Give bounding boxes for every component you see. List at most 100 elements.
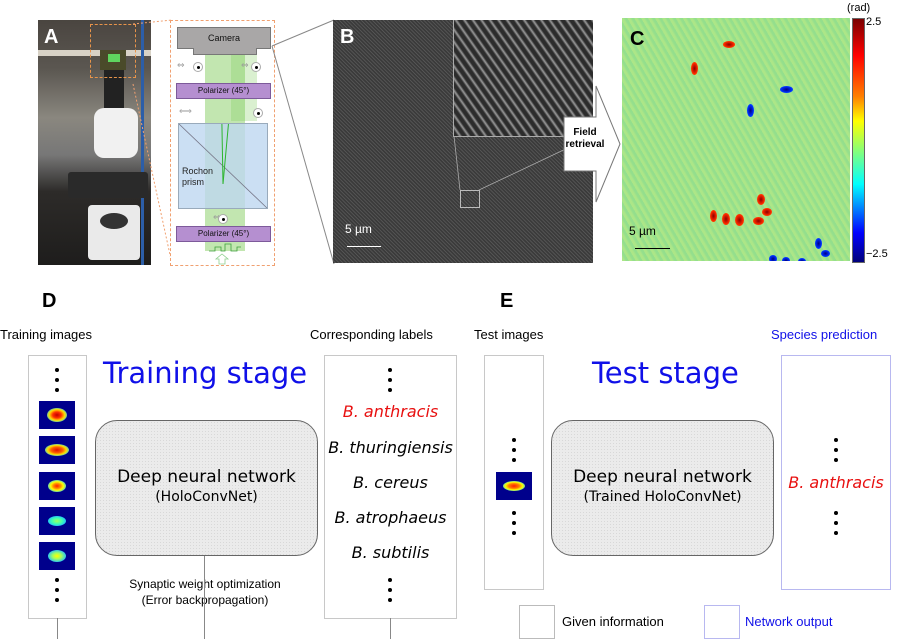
- photo-zoom-connector: [132, 19, 173, 265]
- species-prediction-column: B. anthracis: [781, 355, 891, 590]
- microscope-photo: [38, 20, 151, 265]
- photo-scope-neck: [104, 70, 124, 110]
- polarization-out-of-plane-icon: [253, 108, 263, 118]
- colorbar-max-label: 2.5: [866, 16, 882, 28]
- panel-letter-b: B: [340, 26, 355, 48]
- hologram-roi-box: [460, 190, 480, 208]
- prism-label-line2: prism: [182, 177, 204, 187]
- polarization-out-of-plane-icon: [218, 214, 228, 224]
- polarization-horizontal-icon: ⟺: [179, 107, 192, 117]
- corresponding-labels-column: B. anthracis B. thuringiensis B. cereus …: [324, 355, 457, 619]
- ellipsis-top-icon: [54, 368, 60, 398]
- bacterium-high-phase: [722, 213, 730, 225]
- corresponding-labels-label: Corresponding labels: [310, 327, 433, 342]
- phase-scale-bar-label: 5 µm: [629, 224, 656, 238]
- inset-connector: [453, 135, 593, 191]
- polarizer-bottom: Polarizer (45°): [176, 226, 271, 242]
- camera-block: Camera: [177, 27, 271, 49]
- bacterium-low-phase: [780, 86, 793, 93]
- bacterium-high-phase: [757, 194, 765, 205]
- bacterium-low-phase: [815, 238, 822, 249]
- photo-cable: [141, 20, 144, 265]
- legend-output-swatch: [704, 605, 740, 639]
- field-retrieval-label-line1: Field: [573, 127, 597, 138]
- photo-scope-stage: [68, 172, 148, 198]
- optical-schematic: Camera ⇔ ⇔ Polarizer (45°) ⟺ Rochon pris…: [170, 20, 275, 266]
- ellipsis-bottom-icon: [387, 578, 393, 608]
- training-image-thumbnail: [39, 436, 75, 464]
- weight-optimization-line1: Synaptic weight optimization: [129, 577, 281, 591]
- backprop-line: [390, 618, 391, 639]
- photo-zoom-region: [90, 24, 136, 78]
- bacterium-high-phase: [753, 217, 764, 225]
- species-label: B. subtilis: [351, 543, 430, 562]
- bacterium-low-phase: [798, 258, 806, 261]
- legend-given-label: Given information: [562, 614, 664, 629]
- training-stage-title: Training stage: [103, 356, 308, 390]
- field-retrieval-arrow-icon: [563, 85, 621, 203]
- ellipsis-bottom-icon: [833, 511, 839, 541]
- bacterium-high-phase: [710, 210, 717, 222]
- training-network-subtitle: (HoloConvNet): [155, 489, 258, 505]
- bacterium-high-phase: [691, 62, 698, 75]
- backprop-line: [57, 618, 58, 639]
- species-label: B. atrophaeus: [334, 508, 447, 527]
- training-image-thumbnail: [39, 472, 75, 500]
- hologram-scale-bar-label: 5 µm: [345, 222, 372, 236]
- bacterium-low-phase: [782, 257, 790, 261]
- ellipsis-top-icon: [833, 438, 839, 468]
- test-image-thumbnail: [496, 472, 532, 500]
- photo-scope-lamp: [100, 213, 128, 229]
- bacterium-low-phase: [821, 250, 830, 257]
- bacterium-low-phase: [769, 255, 777, 261]
- colorbar-unit-label: (rad): [847, 2, 871, 14]
- phase-map-image: [622, 18, 850, 261]
- training-images-label: Training images: [0, 327, 93, 342]
- ellipsis-top-icon: [511, 438, 517, 468]
- ellipsis-top-icon: [387, 368, 393, 398]
- rochon-prism: Rochon prism: [178, 123, 268, 209]
- panel-letter-a: A: [44, 26, 59, 48]
- bacterium-low-phase: [747, 104, 754, 117]
- training-network-title: Deep neural network: [117, 467, 296, 487]
- ellipsis-bottom-icon: [54, 578, 60, 608]
- species-label-highlight: B. anthracis: [342, 402, 439, 421]
- predicted-species: B. anthracis: [788, 473, 884, 492]
- prism-label: Rochon prism: [182, 166, 213, 188]
- hologram-scale-bar: [347, 246, 381, 247]
- training-image-thumbnail: [39, 542, 75, 570]
- training-images-column: [28, 355, 87, 619]
- training-image-thumbnail: [39, 401, 75, 429]
- test-network-title: Deep neural network: [573, 467, 752, 487]
- bacterium-high-phase: [723, 41, 735, 48]
- light-input-arrow-icon: [214, 253, 230, 265]
- phase-scale-bar: [635, 248, 670, 249]
- panel-letter-c: C: [630, 28, 645, 50]
- species-prediction-label: Species prediction: [771, 327, 878, 342]
- photo-scope-head: [94, 108, 138, 158]
- ellipsis-bottom-icon: [511, 511, 517, 541]
- photo-camera-label: [108, 54, 120, 62]
- sample-profile-icon: [209, 243, 241, 252]
- bacterium-high-phase: [762, 208, 772, 216]
- prism-diagonal: [179, 124, 267, 208]
- species-label: B. thuringiensis: [328, 438, 453, 457]
- panel-letter-d: D: [42, 290, 57, 312]
- colorbar-min-label: −2.5: [866, 248, 888, 260]
- polarization-horizontal-icon: ⇔: [213, 213, 221, 223]
- test-network-box: Deep neural network (Trained HoloConvNet…: [551, 420, 774, 556]
- weight-optimization-line2: (Error backpropagation): [141, 593, 269, 607]
- training-network-box: Deep neural network (HoloConvNet): [95, 420, 318, 556]
- test-stage-title: Test stage: [592, 356, 739, 390]
- polarization-horizontal-icon: ⇔: [241, 61, 249, 71]
- test-images-column: [484, 355, 544, 590]
- photo-shelf: [38, 50, 151, 56]
- backprop-line: [204, 556, 205, 639]
- panel-letter-e: E: [500, 290, 514, 312]
- prism-label-line1: Rochon: [182, 166, 214, 176]
- camera-to-hologram-connector: [271, 19, 335, 265]
- weight-optimization-label: Synaptic weight optimization (Error back…: [100, 576, 310, 608]
- species-label: B. cereus: [353, 473, 428, 492]
- polarizer-top: Polarizer (45°): [176, 83, 271, 99]
- camera-sensor: [193, 48, 257, 55]
